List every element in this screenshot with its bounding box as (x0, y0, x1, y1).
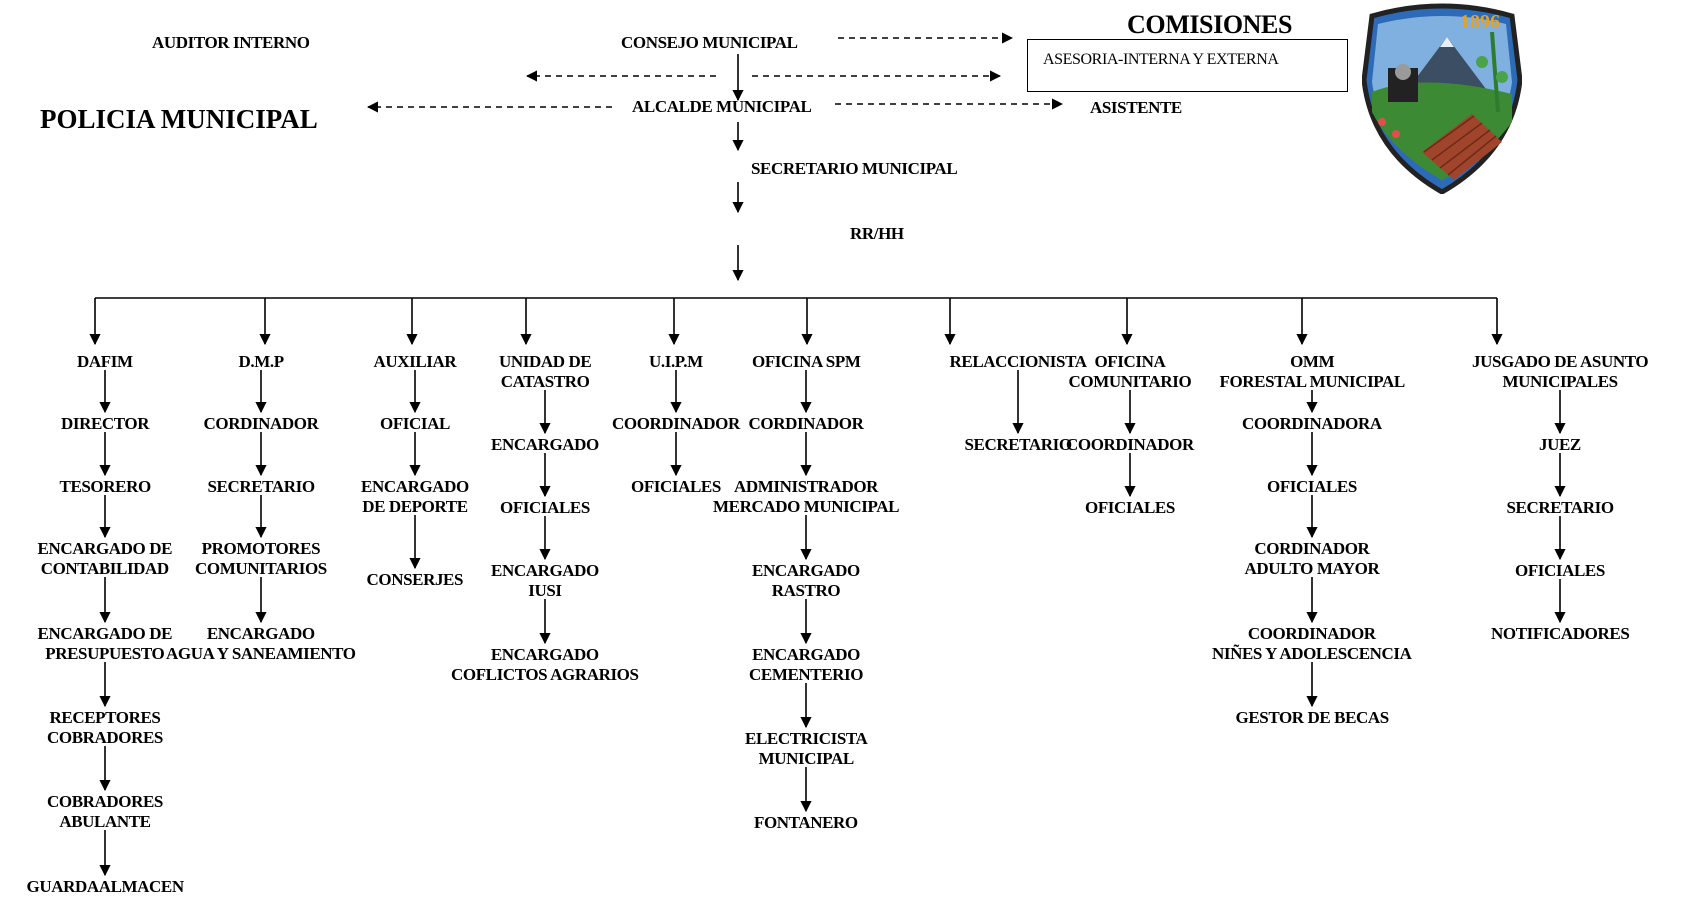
dept-6-item-0: SECRETARIO (964, 435, 1073, 454)
dept-7-item-1: OFICIALES (1085, 498, 1175, 517)
dept-1-item-1: SECRETARIO (207, 477, 316, 496)
dept-9-item-0: JUEZ (1539, 435, 1581, 454)
rrhh-label: RR/HH (850, 224, 904, 243)
dept-2-item-0: OFICIAL (380, 414, 450, 433)
asesoria-box (1027, 39, 1348, 92)
municipal-crest-logo: 1896 (1362, 3, 1522, 194)
dept-0-item-5: COBRADORES ABULANTE (47, 792, 163, 831)
dept-8-item-4: GESTOR DE BECAS (1235, 708, 1390, 727)
dept-0-item-4: RECEPTORES COBRADORES (47, 708, 163, 747)
policia-municipal-label: POLICIA MUNICIPAL (40, 104, 318, 134)
dept-0-item-3: ENCARGADO DE PRESUPUESTO (37, 624, 173, 663)
dept-2-item-1: ENCARGADO DE DEPORTE (361, 477, 469, 516)
dept-9-item-3: NOTIFICADORES (1491, 624, 1630, 643)
asistente-label: ASISTENTE (1090, 98, 1182, 117)
dept-0-item-1: TESORERO (59, 477, 152, 496)
dept-9-item-1: SECRETARIO (1506, 498, 1615, 517)
dept-title-3: UNIDAD DE CATASTRO (499, 352, 592, 391)
dept-title-4: U.I.P.M (649, 352, 703, 371)
dept-5-item-2: ENCARGADO RASTRO (752, 561, 860, 600)
dept-title-6: RELACCIONISTA (949, 352, 1088, 371)
svg-text:1896: 1896 (1460, 11, 1500, 33)
dept-8-item-2: CORDINADOR ADULTO MAYOR (1244, 539, 1380, 578)
dept-5-item-5: FONTANERO (754, 813, 858, 832)
comisiones-label: COMISIONES (1127, 10, 1293, 39)
dept-3-item-3: ENCARGADO COFLICTOS AGRARIOS (451, 645, 639, 684)
dept-title-9: JUSGADO DE ASUNTO MUNICIPALES (1472, 352, 1649, 391)
dept-4-item-0: COORDINADOR (612, 414, 740, 433)
asesoria-label: ASESORIA-INTERNA Y EXTERNA (1043, 51, 1279, 68)
dept-title-8: OMM FORESTAL MUNICIPAL (1219, 352, 1406, 391)
secretario-municipal-label: SECRETARIO MUNICIPAL (751, 159, 958, 178)
dept-1-item-0: CORDINADOR (203, 414, 319, 433)
dept-8-item-3: COORDINADOR NIÑES Y ADOLESCENCIA (1212, 624, 1412, 663)
dept-7-item-0: COORDINADOR (1066, 435, 1194, 454)
dept-title-2: AUXILIAR (373, 352, 457, 371)
dept-4-item-1: OFICIALES (631, 477, 721, 496)
consejo-municipal-label: CONSEJO MUNICIPAL (621, 33, 798, 52)
dept-0-item-6: GUARDAALMACEN (26, 877, 185, 896)
dept-title-5: OFICINA SPM (752, 352, 861, 371)
dept-3-item-1: OFICIALES (500, 498, 590, 517)
dept-0-item-0: DIRECTOR (61, 414, 150, 433)
auditor-interno-label: AUDITOR INTERNO (152, 33, 310, 52)
dept-8-item-1: OFICIALES (1267, 477, 1357, 496)
dept-5-item-0: CORDINADOR (748, 414, 864, 433)
dept-9-item-2: OFICIALES (1515, 561, 1605, 580)
dept-0-item-2: ENCARGADO DE CONTABILIDAD (37, 539, 173, 578)
dept-5-item-4: ELECTRICISTA MUNICIPAL (745, 729, 868, 768)
alcalde-municipal-label: ALCALDE MUNICIPAL (632, 97, 812, 116)
dept-title-7: OFICINA COMUNITARIO (1068, 352, 1192, 391)
dept-title-1: D.M.P (238, 352, 285, 371)
dept-1-item-2: PROMOTORES COMUNITARIOS (195, 539, 327, 578)
dept-8-item-0: COORDINADORA (1242, 414, 1382, 433)
dept-3-item-0: ENCARGADO (491, 435, 599, 454)
dept-1-item-3: ENCARGADO AGUA Y SANEAMIENTO (166, 624, 356, 663)
dept-2-item-2: CONSERJES (366, 570, 464, 589)
dept-3-item-2: ENCARGADO IUSI (491, 561, 599, 600)
dept-5-item-3: ENCARGADO CEMENTERIO (749, 645, 864, 684)
dept-title-0: DAFIM (77, 352, 133, 371)
dept-5-item-1: ADMINISTRADOR MERCADO MUNICIPAL (713, 477, 900, 516)
